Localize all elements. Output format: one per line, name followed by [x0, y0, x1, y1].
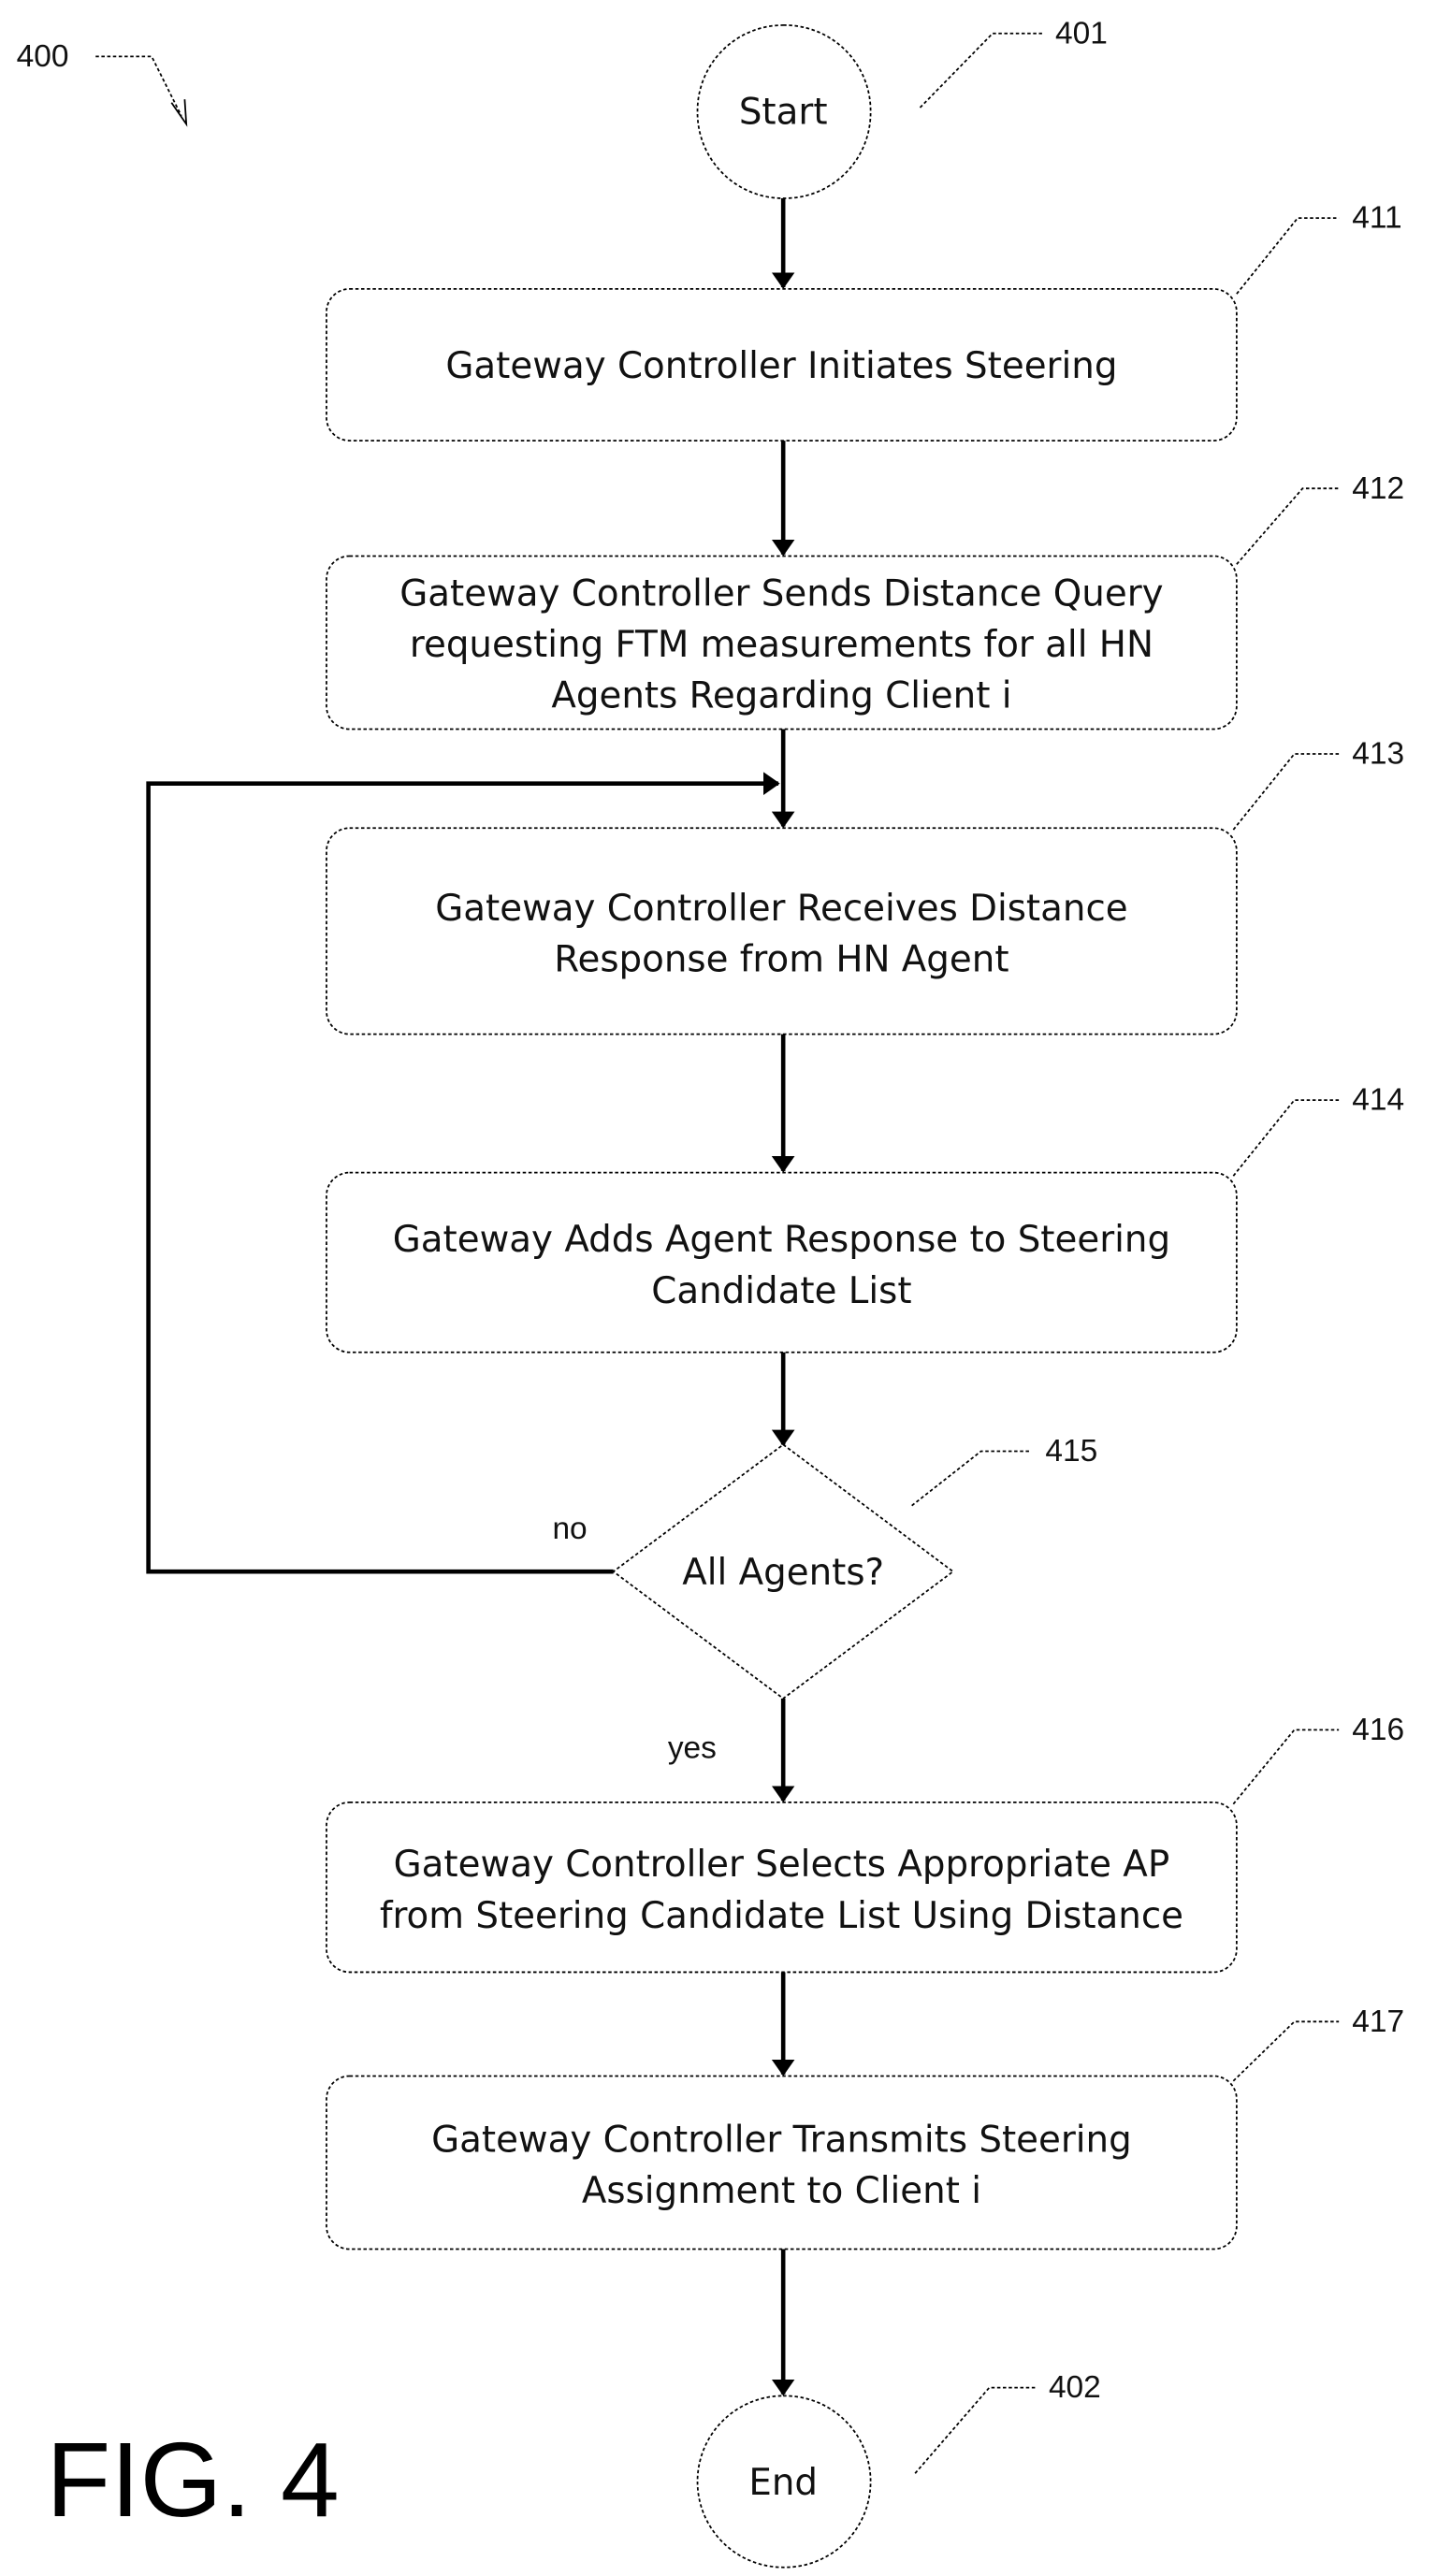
step-414-line-1: Gateway Adds Agent Response to Steering — [393, 1219, 1170, 1261]
ref-417: 417 — [1352, 2004, 1404, 2039]
ref-415-leader — [912, 1451, 1031, 1505]
step-411: Gateway Controller Initiates Steering — [326, 289, 1237, 441]
end-terminal: End — [698, 2395, 871, 2567]
start-label: Start — [739, 92, 828, 134]
figure-label: FIG. 4 — [46, 2421, 339, 2539]
ref-402-leader — [915, 2388, 1036, 2474]
step-414: Gateway Adds Agent Response to Steering … — [326, 1173, 1237, 1353]
decision-415-label: All Agents? — [682, 1552, 884, 1594]
step-412-line-2: requesting FTM measurements for all HN — [410, 624, 1154, 666]
figure-ref-400: 400 — [17, 39, 69, 74]
ref-416: 416 — [1352, 1713, 1404, 1747]
ref-412-leader — [1237, 488, 1339, 564]
ref-416-leader — [1233, 1729, 1339, 1803]
figure-ref-leader — [95, 56, 181, 115]
ref-413: 413 — [1352, 737, 1404, 772]
ref-414-leader — [1233, 1100, 1339, 1176]
step-412-line-1: Gateway Controller Sends Distance Query — [399, 572, 1163, 615]
ref-415: 415 — [1045, 1434, 1097, 1469]
ref-402: 402 — [1049, 2370, 1101, 2405]
step-416-line-1: Gateway Controller Selects Appropriate A… — [394, 1844, 1170, 1886]
step-413-line-1: Gateway Controller Receives Distance — [435, 888, 1127, 930]
step-417: Gateway Controller Transmits Steering As… — [326, 2076, 1237, 2249]
ref-412: 412 — [1352, 471, 1404, 506]
end-label: End — [748, 2462, 818, 2504]
ref-411: 411 — [1352, 201, 1401, 236]
step-413: Gateway Controller Receives Distance Res… — [326, 828, 1237, 1034]
ref-401: 401 — [1055, 16, 1108, 51]
step-413-line-2: Response from HN Agent — [554, 939, 1008, 981]
ref-401-leader — [920, 34, 1041, 108]
decision-415: All Agents? — [614, 1444, 953, 1698]
yes-label: yes — [668, 1730, 717, 1765]
step-414-line-2: Candidate List — [651, 1270, 911, 1312]
step-417-line-2: Assignment to Client i — [582, 2170, 981, 2212]
step-416-line-2: from Steering Candidate List Using Dista… — [380, 1895, 1183, 1937]
ref-411-leader — [1237, 218, 1339, 294]
ref-414: 414 — [1352, 1083, 1404, 1118]
start-terminal: Start — [698, 25, 871, 198]
ref-413-leader — [1233, 754, 1339, 830]
step-416: Gateway Controller Selects Appropriate A… — [326, 1802, 1237, 1973]
step-412: Gateway Controller Sends Distance Query … — [326, 556, 1237, 729]
step-412-line-3: Agents Regarding Client i — [551, 675, 1011, 717]
step-411-line-1: Gateway Controller Initiates Steering — [445, 345, 1117, 387]
no-label: no — [552, 1512, 587, 1546]
step-417-line-1: Gateway Controller Transmits Steering — [431, 2120, 1132, 2162]
ref-417-leader — [1233, 2021, 1339, 2080]
